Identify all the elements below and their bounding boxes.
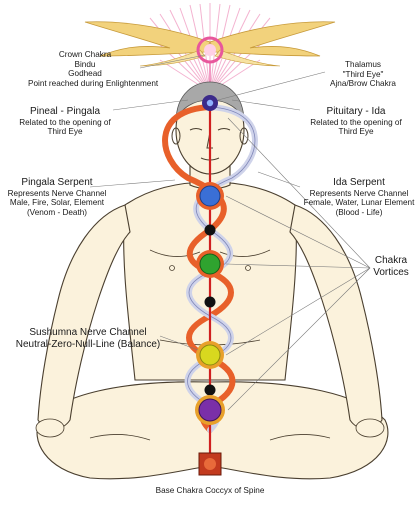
base-chakra	[198, 452, 222, 476]
throat-chakra	[196, 182, 224, 210]
label-base-line: Base Chakra Coccyx of Spine	[155, 486, 265, 495]
label-thalamus-line-3: Ajna/Brow Chakra	[330, 79, 396, 89]
label-sushumna-line-2: Neutral-Zero-Null-Line (Balance)	[15, 338, 161, 350]
label-sushumna-line-1: Sushumna Nerve Channel	[29, 327, 147, 338]
label-pineal: Pineal - Pingala Related to the opening …	[10, 106, 120, 137]
heart-chakra	[196, 250, 224, 278]
label-ida-line-3: Female, Water, Lunar Element	[303, 198, 415, 208]
label-pingala-line-2: Represents Nerve Channel	[7, 188, 107, 198]
label-pituitary-line-3: Third Eye	[338, 127, 374, 137]
label-pingala-serpent: Pingala Serpent Represents Nerve Channel…	[2, 177, 112, 217]
label-crown-line-3: Godhead	[68, 69, 102, 79]
label-ida-line-4: (Blood - Life)	[335, 207, 383, 217]
label-pingala-title: Pingala Serpent	[21, 177, 93, 188]
label-base-chakra: Base Chakra Coccyx of Spine	[120, 486, 300, 496]
solar-plexus-chakra	[196, 341, 224, 369]
label-vortices-line-2: Vortices	[373, 266, 409, 278]
junction-node	[204, 384, 216, 396]
hair	[175, 81, 245, 123]
label-pineal-line-3: Third Eye	[47, 127, 83, 137]
label-pineal-line-2: Related to the opening of	[19, 117, 111, 127]
label-vortices-line-1: Chakra	[374, 255, 408, 266]
chakra-points	[195, 95, 225, 476]
sacral-chakra	[195, 395, 225, 425]
label-chakra-vortices: Chakra Vortices	[366, 255, 416, 278]
body-details	[35, 249, 385, 441]
label-ida-serpent: Ida Serpent Represents Nerve Channel Fem…	[300, 177, 418, 217]
label-pituitary: Pituitary - Ida Related to the opening o…	[300, 106, 412, 137]
label-ida-title: Ida Serpent	[333, 177, 385, 188]
leader-lines	[89, 54, 371, 411]
pingala-serpent	[162, 104, 236, 433]
meditating-figure	[36, 85, 389, 480]
label-sushumna: Sushumna Nerve Channel Neutral-Zero-Null…	[8, 327, 168, 350]
junction-node	[204, 296, 216, 308]
label-crown-line-1: Crown Chakra	[58, 50, 112, 59]
label-crown-line-2: Bindu	[74, 59, 96, 69]
label-crown-chakra: Crown Chakra Bindu Godhead Point reached…	[28, 50, 159, 88]
label-pingala-line-4: (Venom - Death)	[26, 207, 88, 217]
label-thalamus-line-2: "Third Eye"	[342, 69, 384, 79]
third-eye-chakra	[202, 95, 218, 111]
label-pituitary-line-2: Related to the opening of	[310, 117, 402, 127]
label-thalamus-line-1: Thalamus	[345, 60, 381, 69]
junction-node	[204, 224, 216, 236]
label-crown-line-4: Point reached during Enlightenment	[28, 78, 159, 88]
label-pingala-line-3: Male, Fire, Solar, Element	[9, 198, 105, 208]
label-pituitary-title: Pituitary - Ida	[326, 106, 386, 117]
label-thalamus: Thalamus "Third Eye" Ajna/Brow Chakra	[318, 60, 408, 89]
label-ida-line-2: Represents Nerve Channel	[309, 188, 409, 198]
label-pineal-title: Pineal - Pingala	[29, 106, 101, 117]
